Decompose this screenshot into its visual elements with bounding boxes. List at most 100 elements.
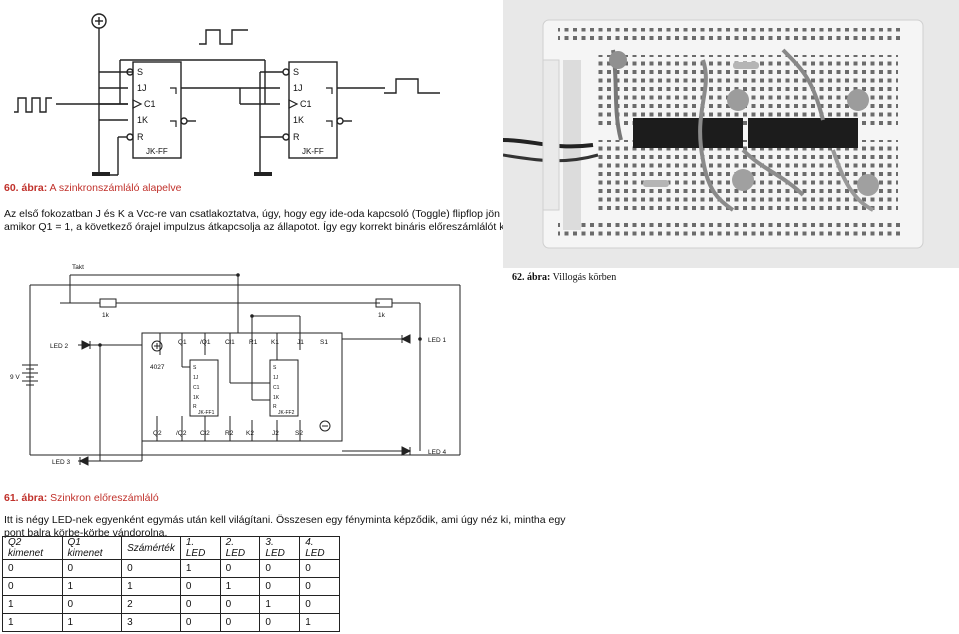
table-cell: 0 — [61, 595, 123, 614]
label-led4: LED 4 — [428, 449, 446, 456]
bottom-pin-k2: K2 — [246, 430, 254, 437]
ff1-pin-r: R — [137, 132, 144, 142]
table-cell: 1 — [179, 559, 221, 578]
ff2-pin-s: S — [293, 67, 299, 77]
ff2-pin-1j: 1J — [293, 83, 303, 93]
table-row: 0 1 1 0 1 0 0 — [2, 577, 340, 596]
ff1-label: JK-FF — [146, 147, 168, 156]
top-pin-nq1: /Q1 — [200, 339, 211, 346]
ff2-inner-pin-1j: 1J — [273, 375, 279, 381]
label-ic: 4027 — [150, 364, 165, 371]
header-led1: 1. LED — [179, 536, 221, 560]
table-cell: 2 — [121, 595, 181, 614]
paragraph-2-line-1: Itt is négy LED-nek egyenként egymás utá… — [4, 514, 566, 526]
header-led3: 3. LED — [259, 536, 301, 560]
table-cell: 1 — [2, 595, 63, 614]
bottom-pin-nq2: /Q2 — [176, 430, 187, 437]
table-cell: 0 — [299, 595, 340, 614]
figure-60-caption-text: A szinkronszámláló alapelve — [49, 182, 182, 194]
top-pin-cl1: Cl1 — [225, 339, 235, 346]
breadboard-illustration — [503, 0, 959, 268]
ff1-pin-c1: C1 — [144, 99, 156, 109]
label-r2: 1k — [378, 312, 386, 319]
ff1-inner-pin-1k: 1K — [193, 395, 200, 401]
table-cell: 3 — [121, 613, 181, 632]
paragraph-1-line-1: Az első fokozatban J és K a Vcc-re van c… — [4, 208, 563, 220]
figure-62-caption-number: 62. ábra: — [512, 272, 551, 283]
table-cell: 0 — [219, 595, 261, 614]
figure-62-photo — [503, 0, 959, 268]
header-led4: 4. LED — [299, 536, 340, 560]
table-cell: 0 — [259, 577, 301, 596]
label-takt: Takt — [72, 264, 84, 271]
table-cell: 1 — [219, 577, 261, 596]
ff1-inner-label: JK-FF1 — [198, 410, 215, 416]
table-cell: 0 — [259, 559, 301, 578]
figure-60-caption-number: 60. ábra: — [4, 182, 48, 194]
table-cell: 1 — [2, 613, 63, 632]
table-cell: 1 — [61, 577, 123, 596]
ff1-inner-pin-s: S — [193, 365, 197, 371]
ff1-pin-s: S — [137, 67, 143, 77]
ff1-inner-pin-c1: C1 — [193, 385, 200, 391]
ff2-pin-r: R — [293, 132, 300, 142]
header-led2: 2. LED — [219, 536, 261, 560]
ff2-inner-pin-c1: C1 — [273, 385, 280, 391]
ff1-pin-1j: 1J — [137, 83, 147, 93]
top-pin-s1: S1 — [320, 339, 328, 346]
header-q2: Q2 kimenet — [2, 536, 63, 560]
figure-61-schematic: Takt 1k 1k LED 1 LED 2 LED 3 LED 4 9 V 4… — [10, 264, 461, 466]
ff2-inner-label: JK-FF2 — [278, 410, 295, 416]
ff2-inner-pin-r: R — [273, 404, 277, 410]
ff2-pin-c1: C1 — [300, 99, 312, 109]
table-row: 0 0 0 1 0 0 0 — [2, 559, 340, 578]
label-9v: 9 V — [10, 374, 20, 381]
label-led1: LED 1 — [428, 337, 446, 344]
figure-61-caption: 61. ábra: Szinkron előreszámláló — [4, 492, 159, 504]
header-value: Számérték — [121, 536, 181, 560]
paragraph-1-line-2: amikor Q1 = 1, a következő órajel impulz… — [4, 221, 536, 233]
table-cell: 0 — [299, 559, 340, 578]
table-cell: 1 — [259, 595, 301, 614]
ff1-pin-1k: 1K — [137, 115, 148, 125]
figure-61-caption-text: Szinkron előreszámláló — [50, 492, 159, 504]
bottom-pin-j2: J2 — [272, 430, 279, 437]
table-cell: 0 — [2, 577, 63, 596]
top-pin-q1: Q1 — [178, 339, 187, 346]
bottom-pin-q2: Q2 — [153, 430, 162, 437]
top-pin-r1: R1 — [249, 339, 258, 346]
figure-62-caption-text: Villogás körben — [552, 272, 617, 283]
ff2-inner-pin-s: S — [273, 365, 277, 371]
ff2-label: JK-FF — [302, 147, 324, 156]
bottom-pin-s2: S2 — [295, 430, 303, 437]
table-cell: 0 — [259, 613, 301, 632]
table-cell: 0 — [179, 595, 221, 614]
table-cell: 0 — [219, 559, 261, 578]
paragraph-1: Az első fokozatban J és K a Vcc-re van c… — [4, 208, 563, 234]
bottom-pin-cl2: Cl2 — [200, 430, 210, 437]
ff1-inner-pin-r: R — [193, 404, 197, 410]
top-pin-k1: K1 — [271, 339, 279, 346]
table-cell: 1 — [61, 613, 123, 632]
table-cell: 0 — [61, 559, 123, 578]
table-cell: 0 — [299, 577, 340, 596]
table-header-row: Q2 kimenet Q1 kimenet Számérték 1. LED 2… — [2, 536, 340, 560]
table-cell: 0 — [179, 577, 221, 596]
ff2-inner-pin-1k: 1K — [273, 395, 280, 401]
label-r1: 1k — [102, 312, 110, 319]
figure-62-caption: 62. ábra: Villogás körben — [512, 272, 616, 283]
label-led2: LED 2 — [50, 343, 68, 350]
figure-61-caption-number: 61. ábra: — [4, 492, 48, 504]
bottom-pin-r2: R2 — [225, 430, 234, 437]
ff2-pin-1k: 1K — [293, 115, 304, 125]
table-row: 1 1 3 0 0 0 1 — [2, 613, 340, 632]
table-cell: 0 — [179, 613, 221, 632]
table-row: 1 0 2 0 0 1 0 — [2, 595, 340, 614]
table-cell: 0 — [121, 559, 181, 578]
table-cell: 1 — [299, 613, 340, 632]
table-cell: 0 — [219, 613, 261, 632]
label-led3: LED 3 — [52, 459, 70, 466]
top-pin-j1: J1 — [297, 339, 304, 346]
figure-60-caption: 60. ábra: A szinkronszámláló alapelve — [4, 182, 181, 194]
table-cell: 0 — [2, 559, 63, 578]
